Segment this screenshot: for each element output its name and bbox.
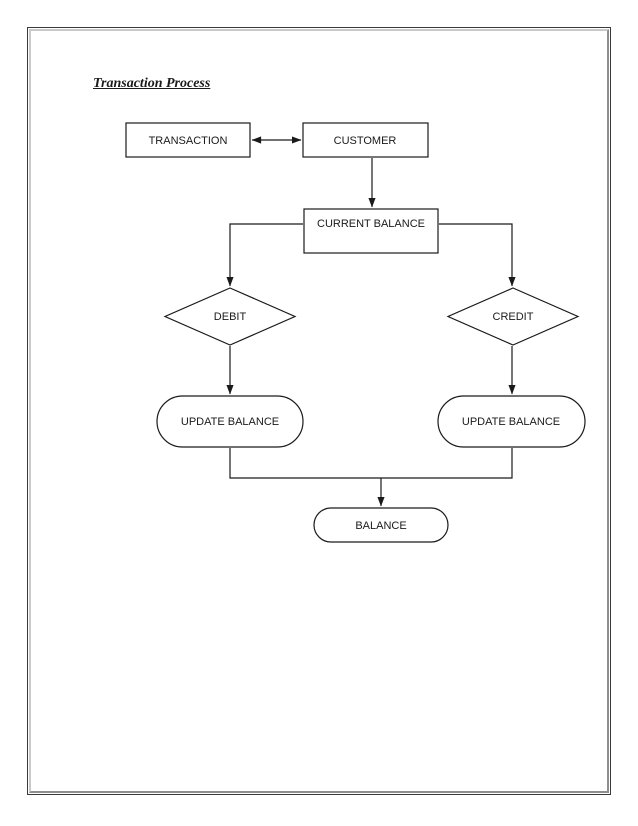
edge-update-left-merge (229, 448, 381, 479)
node-customer[interactable]: CUSTOMER (302, 122, 429, 158)
node-balance-label: BALANCE (355, 520, 406, 532)
edge-current-balance-debit (226, 223, 303, 287)
page-title: Transaction Process (93, 76, 211, 91)
node-update-balance-right[interactable]: UPDATE BALANCE (437, 395, 586, 448)
node-update-balance-left-label: UPDATE BALANCE (181, 416, 279, 428)
edge-current-balance-credit (439, 223, 516, 287)
node-debit[interactable]: DEBIT (163, 287, 297, 346)
node-debit-label: DEBIT (214, 311, 247, 323)
node-update-balance-right-label: UPDATE BALANCE (462, 416, 560, 428)
node-current-balance-label: CURRENT BALANCE (317, 218, 425, 230)
edge-update-right-merge (381, 448, 513, 479)
node-balance[interactable]: BALANCE (313, 507, 449, 543)
node-update-balance-left[interactable]: UPDATE BALANCE (156, 395, 304, 448)
node-transaction-label: TRANSACTION (149, 135, 228, 147)
node-transaction[interactable]: TRANSACTION (125, 122, 251, 158)
node-current-balance[interactable]: CURRENT BALANCE (303, 208, 439, 254)
node-credit-label: CREDIT (493, 311, 534, 323)
node-customer-label: CUSTOMER (334, 135, 397, 147)
node-credit[interactable]: CREDIT (446, 287, 580, 346)
